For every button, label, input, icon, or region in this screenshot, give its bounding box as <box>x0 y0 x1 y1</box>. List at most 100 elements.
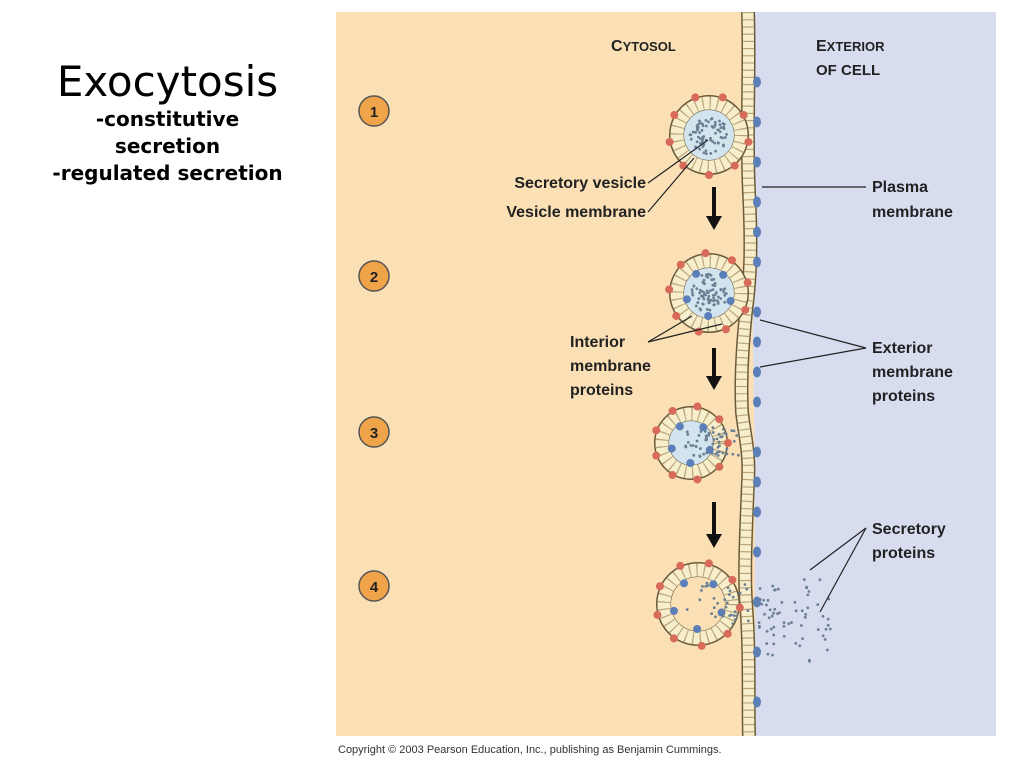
exterior-protein <box>753 397 761 408</box>
secretory-protein <box>763 613 766 616</box>
secretory-protein <box>772 612 775 615</box>
interior-protein <box>736 604 744 612</box>
svg-text:Plasma: Plasma <box>872 179 928 196</box>
interior-protein <box>693 475 701 483</box>
vesicle-membrane-label: Vesicle membrane <box>506 204 646 221</box>
exterior-protein <box>753 157 761 168</box>
secretory-protein <box>803 578 806 581</box>
interior-protein <box>665 286 673 294</box>
interior-protein <box>715 415 723 423</box>
interior-protein <box>744 279 752 287</box>
secretory-protein <box>822 615 825 618</box>
interior-protein <box>679 162 687 170</box>
step-badge-2: 2 <box>359 261 389 291</box>
slide-title: Exocytosis <box>20 58 315 106</box>
interior-protein <box>652 426 660 434</box>
secretory-protein <box>795 609 798 612</box>
interior-protein <box>669 407 677 415</box>
secretory-protein <box>808 659 811 662</box>
step-badge-4: 4 <box>359 571 389 601</box>
interior-protein <box>724 630 732 638</box>
interior-protein <box>653 611 661 619</box>
secretory-protein <box>808 590 811 593</box>
svg-text:proteins: proteins <box>570 382 633 399</box>
secretory-protein <box>787 622 790 625</box>
secretory-protein <box>826 648 829 651</box>
exocytosis-diagram: CYTOSOL EXTERIOR OF CELL 1 2 3 4 Secreto… <box>336 12 996 736</box>
exterior-protein <box>753 547 761 558</box>
interior-protein <box>693 403 701 411</box>
secretory-protein <box>770 628 773 631</box>
secretory-protein <box>794 642 797 645</box>
secretory-protein <box>798 644 801 647</box>
secretory-protein <box>806 594 809 597</box>
interior-protein <box>728 576 736 584</box>
interior-protein <box>741 306 749 314</box>
secretory-protein <box>776 612 779 615</box>
interior-protein <box>705 559 713 567</box>
secretory-protein <box>772 626 775 629</box>
secretory-protein <box>827 624 830 627</box>
exterior-protein <box>753 477 761 488</box>
secretory-protein <box>773 608 776 611</box>
secretory-protein <box>805 586 808 589</box>
svg-text:2: 2 <box>370 269 378 286</box>
cytosol-label: CYTOSOL <box>611 38 676 55</box>
interior-protein <box>670 634 678 642</box>
interior-protein <box>722 325 730 333</box>
interior-protein <box>670 111 678 119</box>
secretory-protein <box>801 637 804 640</box>
secretory-protein <box>817 628 820 631</box>
interior-protein <box>715 463 723 471</box>
secretory-protein <box>762 599 765 602</box>
secretory-protein <box>774 588 777 591</box>
secretory-protein <box>783 621 786 624</box>
secretory-protein <box>758 625 761 628</box>
exterior-protein <box>753 257 761 268</box>
svg-text:membrane: membrane <box>872 204 953 221</box>
secretory-protein <box>769 608 772 611</box>
secretory-protein <box>777 588 780 591</box>
exterior-protein <box>753 77 761 88</box>
secretory-protein <box>804 613 807 616</box>
interior-protein <box>672 312 680 320</box>
secretory-protein <box>772 642 775 645</box>
secretory-protein <box>755 651 758 654</box>
svg-text:proteins: proteins <box>872 545 935 562</box>
exterior-protein <box>753 307 761 318</box>
secretory-protein <box>783 625 786 628</box>
step-badge-1: 1 <box>359 96 389 126</box>
bullet-constitutive: -constitutive <box>20 106 315 133</box>
secretory-protein <box>765 642 768 645</box>
of-cell-label: OF CELL <box>816 62 880 79</box>
step-badge-3: 3 <box>359 417 389 447</box>
secretory-protein <box>783 635 786 638</box>
exterior-protein <box>753 507 761 518</box>
slide-title-block: Exocytosis -constitutive secretion -regu… <box>20 58 315 187</box>
interior-protein <box>719 93 727 101</box>
interior-protein <box>705 171 713 179</box>
bullet-secretion: secretion <box>20 133 315 160</box>
secretory-protein <box>771 585 774 588</box>
svg-text:4: 4 <box>370 579 379 596</box>
interior-protein <box>728 256 736 264</box>
interior-protein <box>666 138 674 146</box>
svg-text:membrane: membrane <box>872 364 953 381</box>
secretory-protein <box>766 630 769 633</box>
svg-text:1: 1 <box>370 104 378 121</box>
svg-text:3: 3 <box>370 425 378 442</box>
secretory-protein <box>767 653 770 656</box>
secretory-protein <box>806 606 809 609</box>
secretory-protein <box>825 628 828 631</box>
secretory-protein <box>822 634 825 637</box>
secretory-vesicle-label: Secretory vesicle <box>514 175 646 192</box>
interior-protein <box>744 138 752 146</box>
interior-protein <box>656 582 664 590</box>
exterior-protein <box>753 367 761 378</box>
secretory-protein <box>827 618 830 621</box>
secretory-protein <box>768 616 771 619</box>
secretory-protein <box>771 654 774 657</box>
secretory-protein <box>767 599 770 602</box>
exterior-protein <box>753 227 761 238</box>
svg-text:proteins: proteins <box>872 388 935 405</box>
